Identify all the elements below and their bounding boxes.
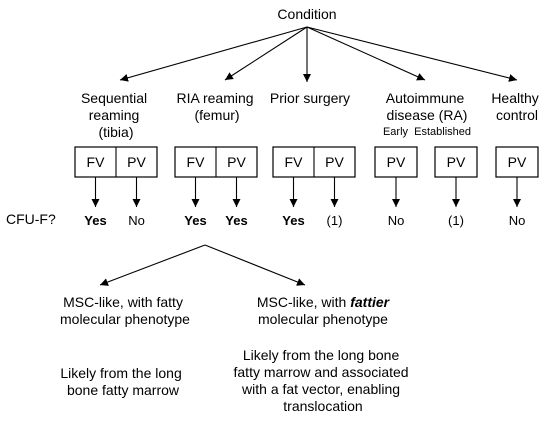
box-sequential: FV PV bbox=[74, 146, 158, 178]
root-label: Condition bbox=[277, 6, 336, 22]
box-prior-surgery: FV PV bbox=[272, 146, 356, 178]
outcome-left-origin: Likely from the long bone fatty marrow bbox=[60, 365, 185, 398]
pv-label: PV bbox=[325, 154, 344, 170]
pv-label: PV bbox=[508, 154, 527, 170]
result-arrows bbox=[91, 177, 521, 207]
outcome-right-phenotype: MSC-like, with fattier bbox=[257, 294, 391, 310]
box-ria: FV PV bbox=[174, 146, 258, 178]
condition-autoimmune-disease: Autoimmune disease (RA) bbox=[386, 90, 468, 123]
condition-ria-reaming: RIA reaming (femur) bbox=[177, 90, 258, 123]
outcome-left-phenotype: MSC-like, with fatty molecular phenotype bbox=[60, 294, 190, 327]
condition-healthy-control: Healthy control bbox=[491, 90, 542, 123]
result-sequential-fv: Yes bbox=[84, 213, 106, 228]
pv-label: PV bbox=[447, 154, 466, 170]
fv-label: FV bbox=[87, 154, 106, 170]
result-ra-established: (1) bbox=[448, 213, 464, 228]
box-ra-established: PV bbox=[434, 146, 478, 178]
result-prior-fv: Yes bbox=[282, 213, 304, 228]
condition-autoimmune-subtypes: Early Established bbox=[383, 126, 471, 138]
result-ria-fv: Yes bbox=[184, 213, 206, 228]
result-ria-pv: Yes bbox=[225, 213, 247, 228]
root-arrows bbox=[119, 26, 518, 82]
outcome-arrows bbox=[99, 244, 306, 286]
outcome-right-origin: Likely from the long bone fatty marrow a… bbox=[234, 347, 413, 414]
result-sequential-pv: No bbox=[128, 213, 145, 228]
result-healthy: No bbox=[509, 213, 526, 228]
box-healthy: PV bbox=[495, 146, 539, 178]
fv-label: FV bbox=[285, 154, 304, 170]
pv-label: PV bbox=[387, 154, 406, 170]
condition-sequential-reaming: Sequential reaming (tibia) bbox=[81, 90, 151, 140]
box-ra-early: PV bbox=[374, 146, 418, 178]
condition-prior-surgery: Prior surgery bbox=[270, 90, 350, 106]
pv-label: PV bbox=[227, 154, 246, 170]
outcome-right-phenotype-line2: molecular phenotype bbox=[258, 311, 388, 327]
result-prior-pv: (1) bbox=[327, 213, 343, 228]
cfu-f-label: CFU-F? bbox=[6, 211, 56, 227]
pv-label: PV bbox=[127, 154, 146, 170]
fv-label: FV bbox=[187, 154, 206, 170]
result-ra-early: No bbox=[388, 213, 405, 228]
